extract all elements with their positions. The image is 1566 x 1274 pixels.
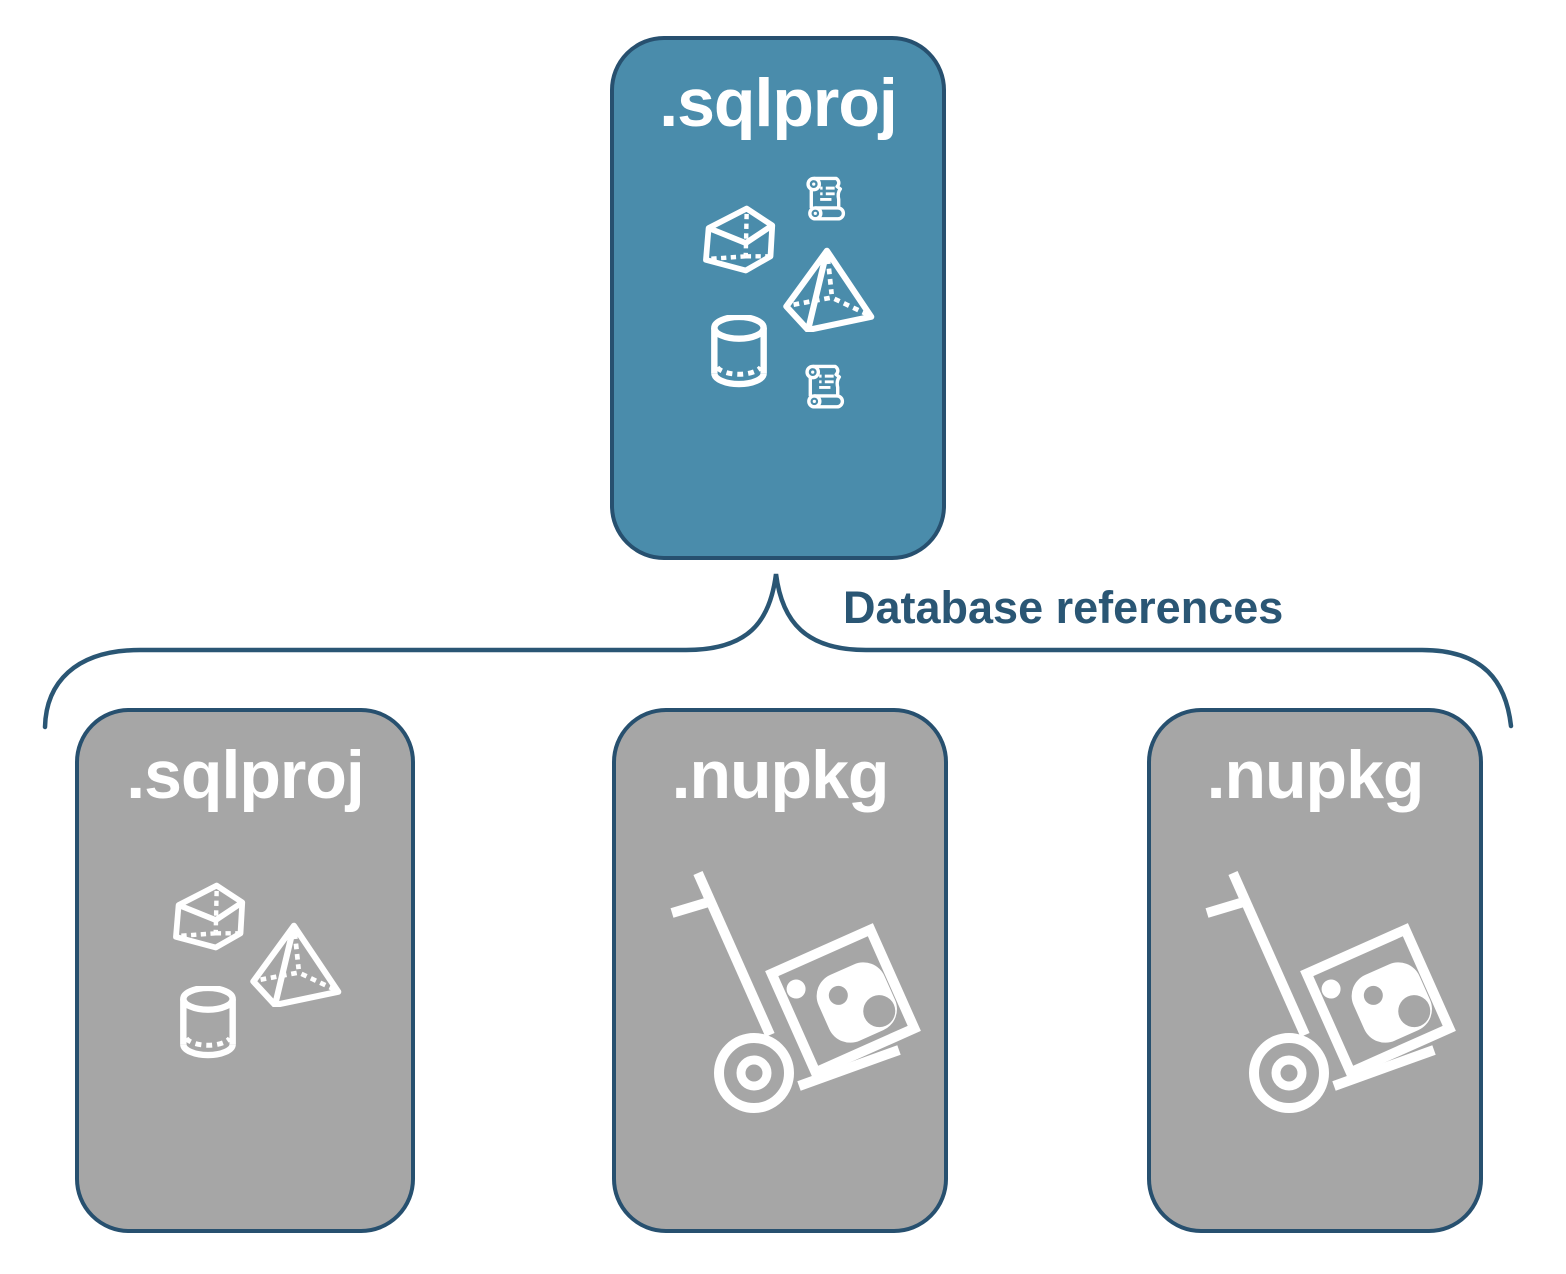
node-title: .sqlproj [126,737,365,813]
package-dolly-icon [1205,870,1456,1113]
cube-icon [173,882,246,951]
node-sqlproj-reference: .sqlproj [75,708,415,1233]
node-title: .sqlproj [659,65,898,141]
node-nupkg-reference-2: .nupkg [1147,708,1483,1233]
node-nupkg-reference-1: .nupkg [612,708,948,1233]
script-scroll-icon [805,364,844,409]
package-dolly-icon [670,870,921,1113]
pyramid-icon [250,922,342,1007]
node-title: .nupkg [671,737,890,813]
node-title: .nupkg [1206,737,1425,813]
script-scroll-icon [806,176,845,221]
cylinder-icon [711,315,767,388]
connector-label: Database references [843,582,1284,633]
node-sqlproj-parent: .sqlproj [610,36,946,560]
pyramid-icon [783,247,875,332]
cylinder-icon [180,986,236,1059]
cube-icon [703,205,776,274]
